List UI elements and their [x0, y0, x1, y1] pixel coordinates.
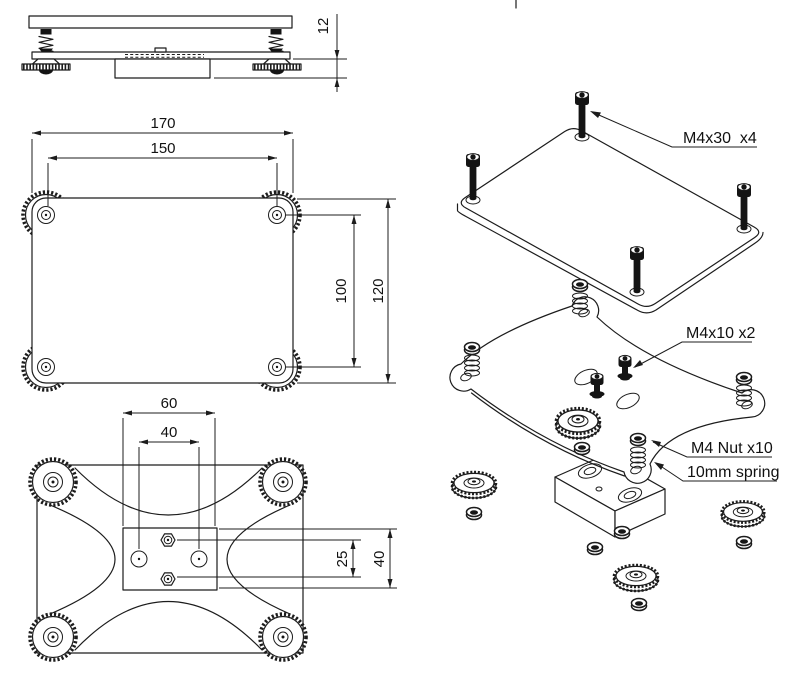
spring-icon	[268, 28, 284, 54]
exploded-x-plate	[449, 296, 766, 484]
bottom-plate-outline	[36, 464, 304, 654]
x-plate-outline	[49, 467, 291, 651]
spring-icon	[38, 28, 54, 54]
m4-nut-icon	[613, 525, 631, 540]
bottom-view: 60 40 25 40	[28, 395, 397, 662]
exploded-view: M4x30 x4 M4x10 x2 M4 Nut x10 10mm spring	[449, 91, 779, 612]
m4-nut-icon	[735, 371, 753, 386]
callout-m4x30: M4x30 x4	[590, 111, 757, 148]
thumbwheel-icon	[450, 470, 498, 500]
dimension-120: 120	[297, 198, 396, 384]
callout-m4x10: M4x10 x2	[633, 325, 755, 368]
thumbwheel-icon	[258, 457, 308, 507]
m4-nut-icon	[735, 535, 753, 550]
m4-nut-icon	[629, 432, 647, 447]
hole-center	[197, 557, 201, 561]
dim-label-25: 25	[334, 551, 351, 568]
m4-nut-icon	[573, 441, 591, 456]
hole-center	[137, 557, 141, 561]
m4-nut-icon	[160, 572, 176, 586]
callout-spring: 10mm spring	[654, 462, 779, 482]
side-top-plate	[28, 15, 293, 29]
dim-label-100: 100	[333, 278, 350, 303]
block-hole	[190, 550, 208, 568]
callout-label-screw: M4x10 x2	[686, 325, 755, 342]
callout-label-spring: 10mm spring	[687, 464, 779, 481]
side-center-block	[114, 58, 211, 79]
dim-label-170: 170	[150, 115, 175, 132]
dimension-60: 60	[122, 395, 216, 526]
exploded-top-plate	[456, 91, 764, 314]
callout-m4-nut: M4 Nut x10	[651, 440, 773, 458]
dim-label-150: 150	[150, 140, 175, 157]
top-view: 170 150 100 120	[21, 115, 396, 392]
dim-label-12: 12	[315, 18, 332, 35]
dimension-150: 150	[47, 140, 278, 206]
thumbwheel-icon	[253, 59, 301, 75]
block-small-hole	[595, 486, 603, 492]
thumbwheel-icon	[720, 500, 766, 528]
m4-nut-icon	[160, 533, 176, 547]
dimension-40-holes: 40	[138, 424, 200, 549]
callout-label-bolt: M4x30 x4	[683, 130, 757, 147]
dimension-100: 100	[286, 214, 361, 368]
dim-label-60: 60	[161, 395, 178, 412]
m4-nut-icon	[571, 278, 589, 293]
m4-nut-icon	[463, 341, 481, 356]
side-view: 12	[22, 14, 347, 92]
dim-label-120: 120	[370, 278, 387, 303]
m4-nut-icon	[586, 541, 604, 556]
top-plate-outline	[31, 197, 294, 384]
m4-nut-icon	[630, 597, 648, 612]
thumbwheel-icon	[22, 59, 70, 75]
dimension-170: 170	[31, 115, 294, 193]
m4-nut-icon	[465, 506, 483, 521]
dimension-40-block: 40	[219, 528, 397, 589]
dimension-12: 12	[214, 14, 347, 92]
block-hole	[130, 550, 148, 568]
side-bottom-plate	[31, 51, 291, 60]
side-tab	[154, 47, 167, 53]
dim-label-40-block: 40	[371, 551, 388, 568]
thumbwheel-icon	[612, 563, 660, 593]
callout-label-nut: M4 Nut x10	[691, 440, 773, 457]
dimension-25: 25	[177, 539, 361, 578]
dim-label-40-holes: 40	[161, 424, 178, 441]
